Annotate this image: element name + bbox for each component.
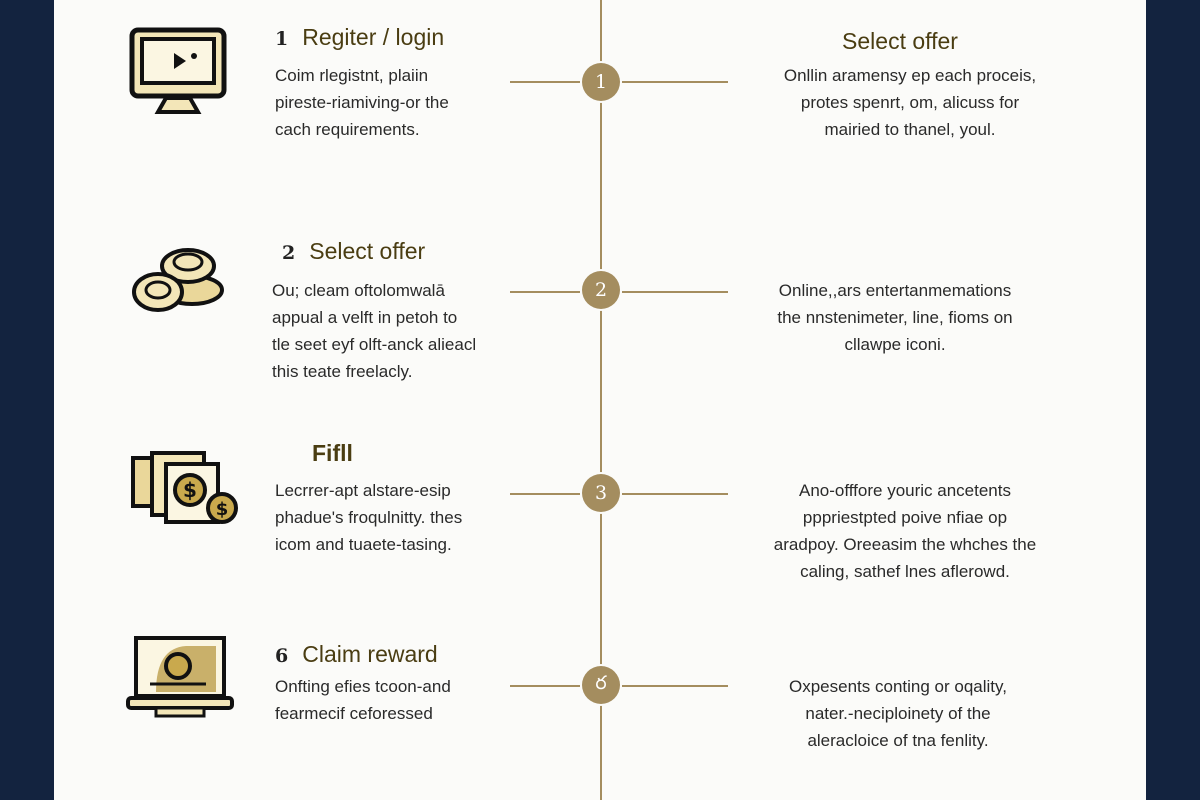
connector [510, 493, 580, 495]
laptop-coin-icon [126, 636, 234, 718]
connector [622, 685, 728, 687]
step-title: Fifll [312, 440, 353, 466]
step-description: Ou; cleam oftolomwalā appual a velft in … [272, 281, 477, 381]
timeline-line [600, 0, 602, 800]
step-badge: 1 [582, 63, 620, 101]
connector [622, 81, 728, 83]
step-description: Coim rlegistnt, plaiin pireste-riamiving… [275, 66, 449, 139]
step-badge: 3 [582, 474, 620, 512]
connector [622, 493, 728, 495]
step-badge: ర [582, 666, 620, 704]
step-description: Onfting efies tcoon-and fearmecif cefore… [275, 677, 451, 723]
connector [510, 81, 580, 83]
right-description: Online,,ars entertanmemations the nnsten… [777, 281, 1013, 354]
right-description: Ano-offfore youric ancetents pppriestpte… [773, 481, 1037, 581]
step-description: Lecrrer-apt alstare-esip phadue's froqul… [275, 481, 463, 554]
right-description: Onllin aramensy ep each proceis, protes … [783, 66, 1037, 139]
step-badge: 2 [582, 271, 620, 309]
money-bills-icon: $ $ [131, 451, 238, 524]
connector [510, 685, 580, 687]
svg-text:$: $ [183, 478, 197, 502]
monitor-play-icon [129, 27, 227, 114]
svg-text:$: $ [216, 499, 229, 520]
right-description: Oxpesents conting or oqality, nater.-nec… [789, 677, 1007, 750]
connector [622, 291, 728, 293]
connector [510, 291, 580, 293]
right-title: Select offer [842, 28, 958, 54]
coins-stack-icon [132, 248, 224, 312]
